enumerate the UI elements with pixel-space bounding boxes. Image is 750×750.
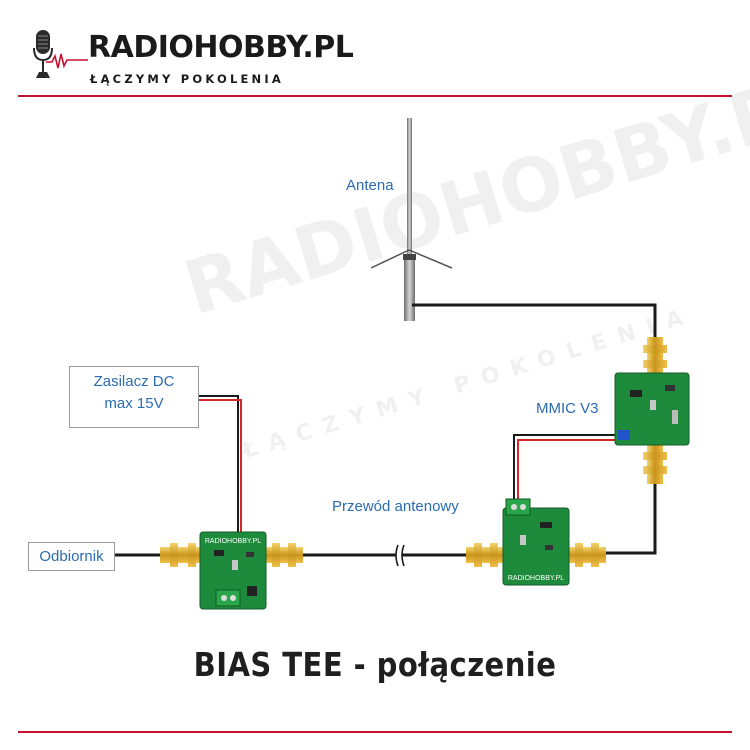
antenna — [370, 118, 453, 321]
bias-tee-board-left: RADIOHOBBY.PL — [160, 531, 303, 610]
receiver-label: Odbiornik — [39, 548, 104, 565]
cable-label: Przewód antenowy — [332, 498, 459, 515]
dc-feed-wires — [513, 434, 615, 503]
page-title: BIAS TEE - połączenie — [193, 645, 557, 684]
footer-divider — [18, 731, 732, 733]
cable-break-mark — [395, 544, 405, 567]
psu-label-line1: Zasilacz DC — [93, 373, 175, 390]
brand-logo[interactable]: RADIOHOBBY.PL ŁĄCZYMY POKOLENIA — [30, 28, 354, 88]
mmic-board — [614, 337, 690, 484]
bias-tee-board-right: RADIOHOBBY.PL — [466, 498, 606, 586]
board-silkscreen-right: RADIOHOBBY.PL — [508, 575, 564, 582]
microphone-icon — [33, 30, 88, 78]
coax-cable — [113, 303, 657, 557]
brand-name: RADIOHOBBY.PL — [88, 30, 354, 65]
header-divider — [18, 95, 732, 97]
psu-label-line2: max 15V — [104, 395, 164, 412]
mmic-label: MMIC V3 — [536, 400, 599, 417]
antenna-label: Antena — [346, 177, 394, 194]
brand-tagline: ŁĄCZYMY POKOLENIA — [90, 72, 284, 86]
psu-label-box: Zasilacz DC max 15V — [69, 366, 199, 428]
receiver-label-box: Odbiornik — [28, 542, 115, 571]
board-silkscreen-left: RADIOHOBBY.PL — [205, 538, 261, 545]
